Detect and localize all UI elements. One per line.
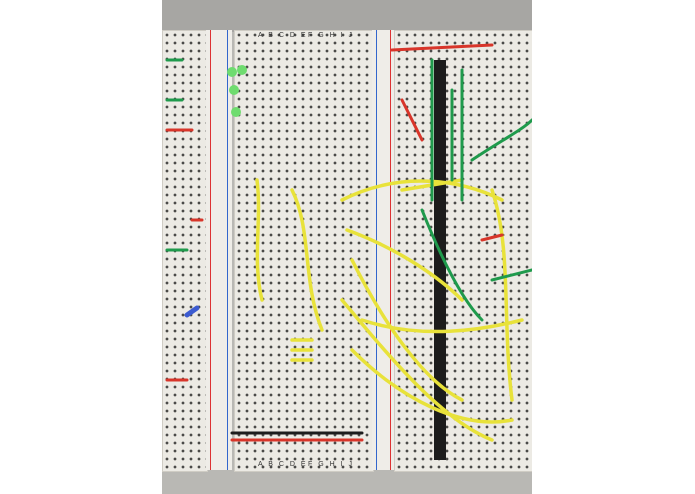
power-rail: [206, 30, 232, 470]
table-surface: [162, 0, 532, 32]
column-labels: F G H I J: [308, 461, 354, 468]
breadboard-photo: A B C D E F G H I J A B C D E F G H I J: [162, 0, 532, 494]
column-labels: A B C D E: [258, 461, 308, 468]
column-labels: A B C D E: [258, 32, 308, 39]
wires: [165, 43, 532, 460]
ic-chip: [434, 60, 446, 460]
column-labels: F G H I J: [308, 32, 354, 39]
